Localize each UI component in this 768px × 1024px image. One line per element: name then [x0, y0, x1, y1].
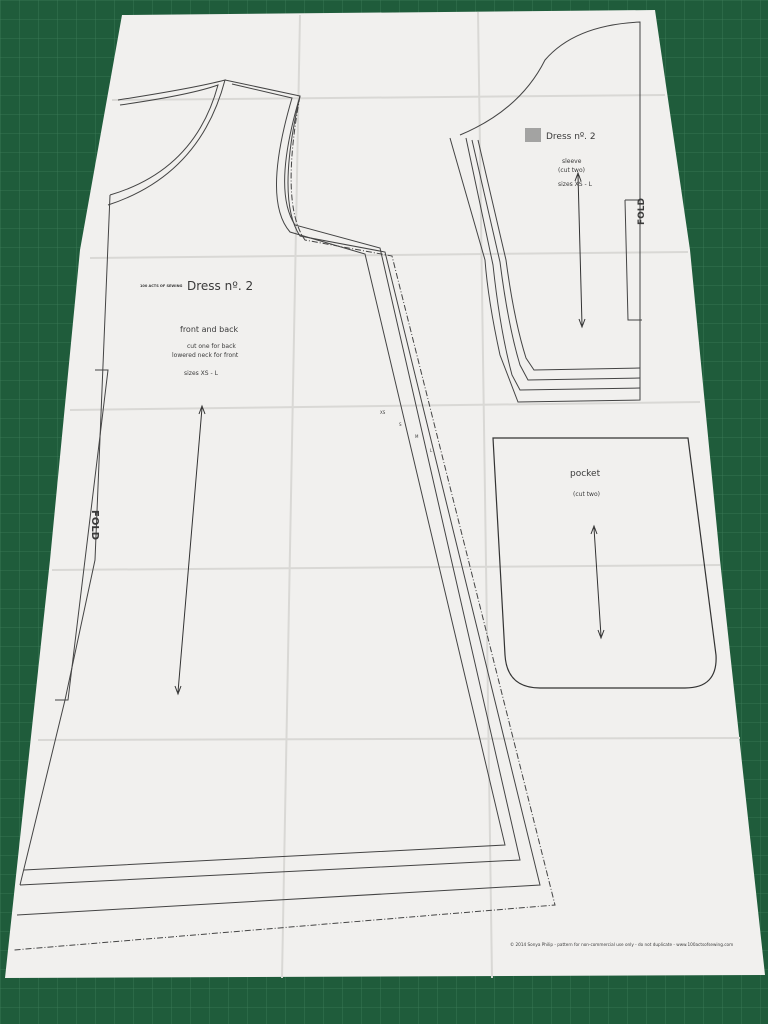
sleeve-subtitle: sleeve [562, 158, 582, 165]
front-subtitle: front and back [180, 325, 239, 334]
logo: 100 ACTS OF SEWING [140, 284, 183, 288]
front-note-1: cut one for back [187, 343, 236, 350]
size-mark-m: M [415, 434, 419, 439]
sleeve-note: (cut two) [558, 167, 585, 174]
pocket-piece: pocket (cut two) [492, 437, 717, 689]
size-mark-xs: XS [380, 410, 386, 415]
sleeve-piece-outline [449, 21, 642, 403]
size-mark-s: S [399, 422, 402, 427]
grainline-arrow-pocket [590, 524, 605, 640]
grainline-arrow-front [174, 404, 206, 696]
front-note-2: lowered neck for front [172, 352, 239, 359]
sleeve-piece-label: Dress nº. 2 sleeve (cut two) sizes XS - … [525, 128, 647, 225]
sleeve-fold-label: FOLD [637, 198, 647, 225]
front-piece-label: 100 ACTS OF SEWING Dress nº. 2 front and… [89, 279, 433, 540]
sleeve-title: Dress nº. 2 [546, 132, 596, 142]
sleeve-sizes: sizes XS - L [558, 181, 593, 188]
front-fold-label: FOLD [89, 510, 100, 540]
grainline-arrow-sleeve [574, 171, 586, 329]
front-title: Dress nº. 2 [187, 279, 253, 293]
size-mark-l: L [430, 448, 433, 453]
sleeve-logo-mark [525, 128, 541, 142]
pocket-note: (cut two) [573, 491, 600, 498]
front-sizes: sizes XS - L [184, 370, 219, 377]
fold-creases [37, 11, 741, 979]
pocket-title: pocket [570, 469, 601, 479]
front-piece-outline [13, 79, 556, 951]
paper-sheet [5, 10, 765, 978]
copyright-footer: © 2014 Sonya Philip - pattern for non-co… [510, 942, 733, 947]
